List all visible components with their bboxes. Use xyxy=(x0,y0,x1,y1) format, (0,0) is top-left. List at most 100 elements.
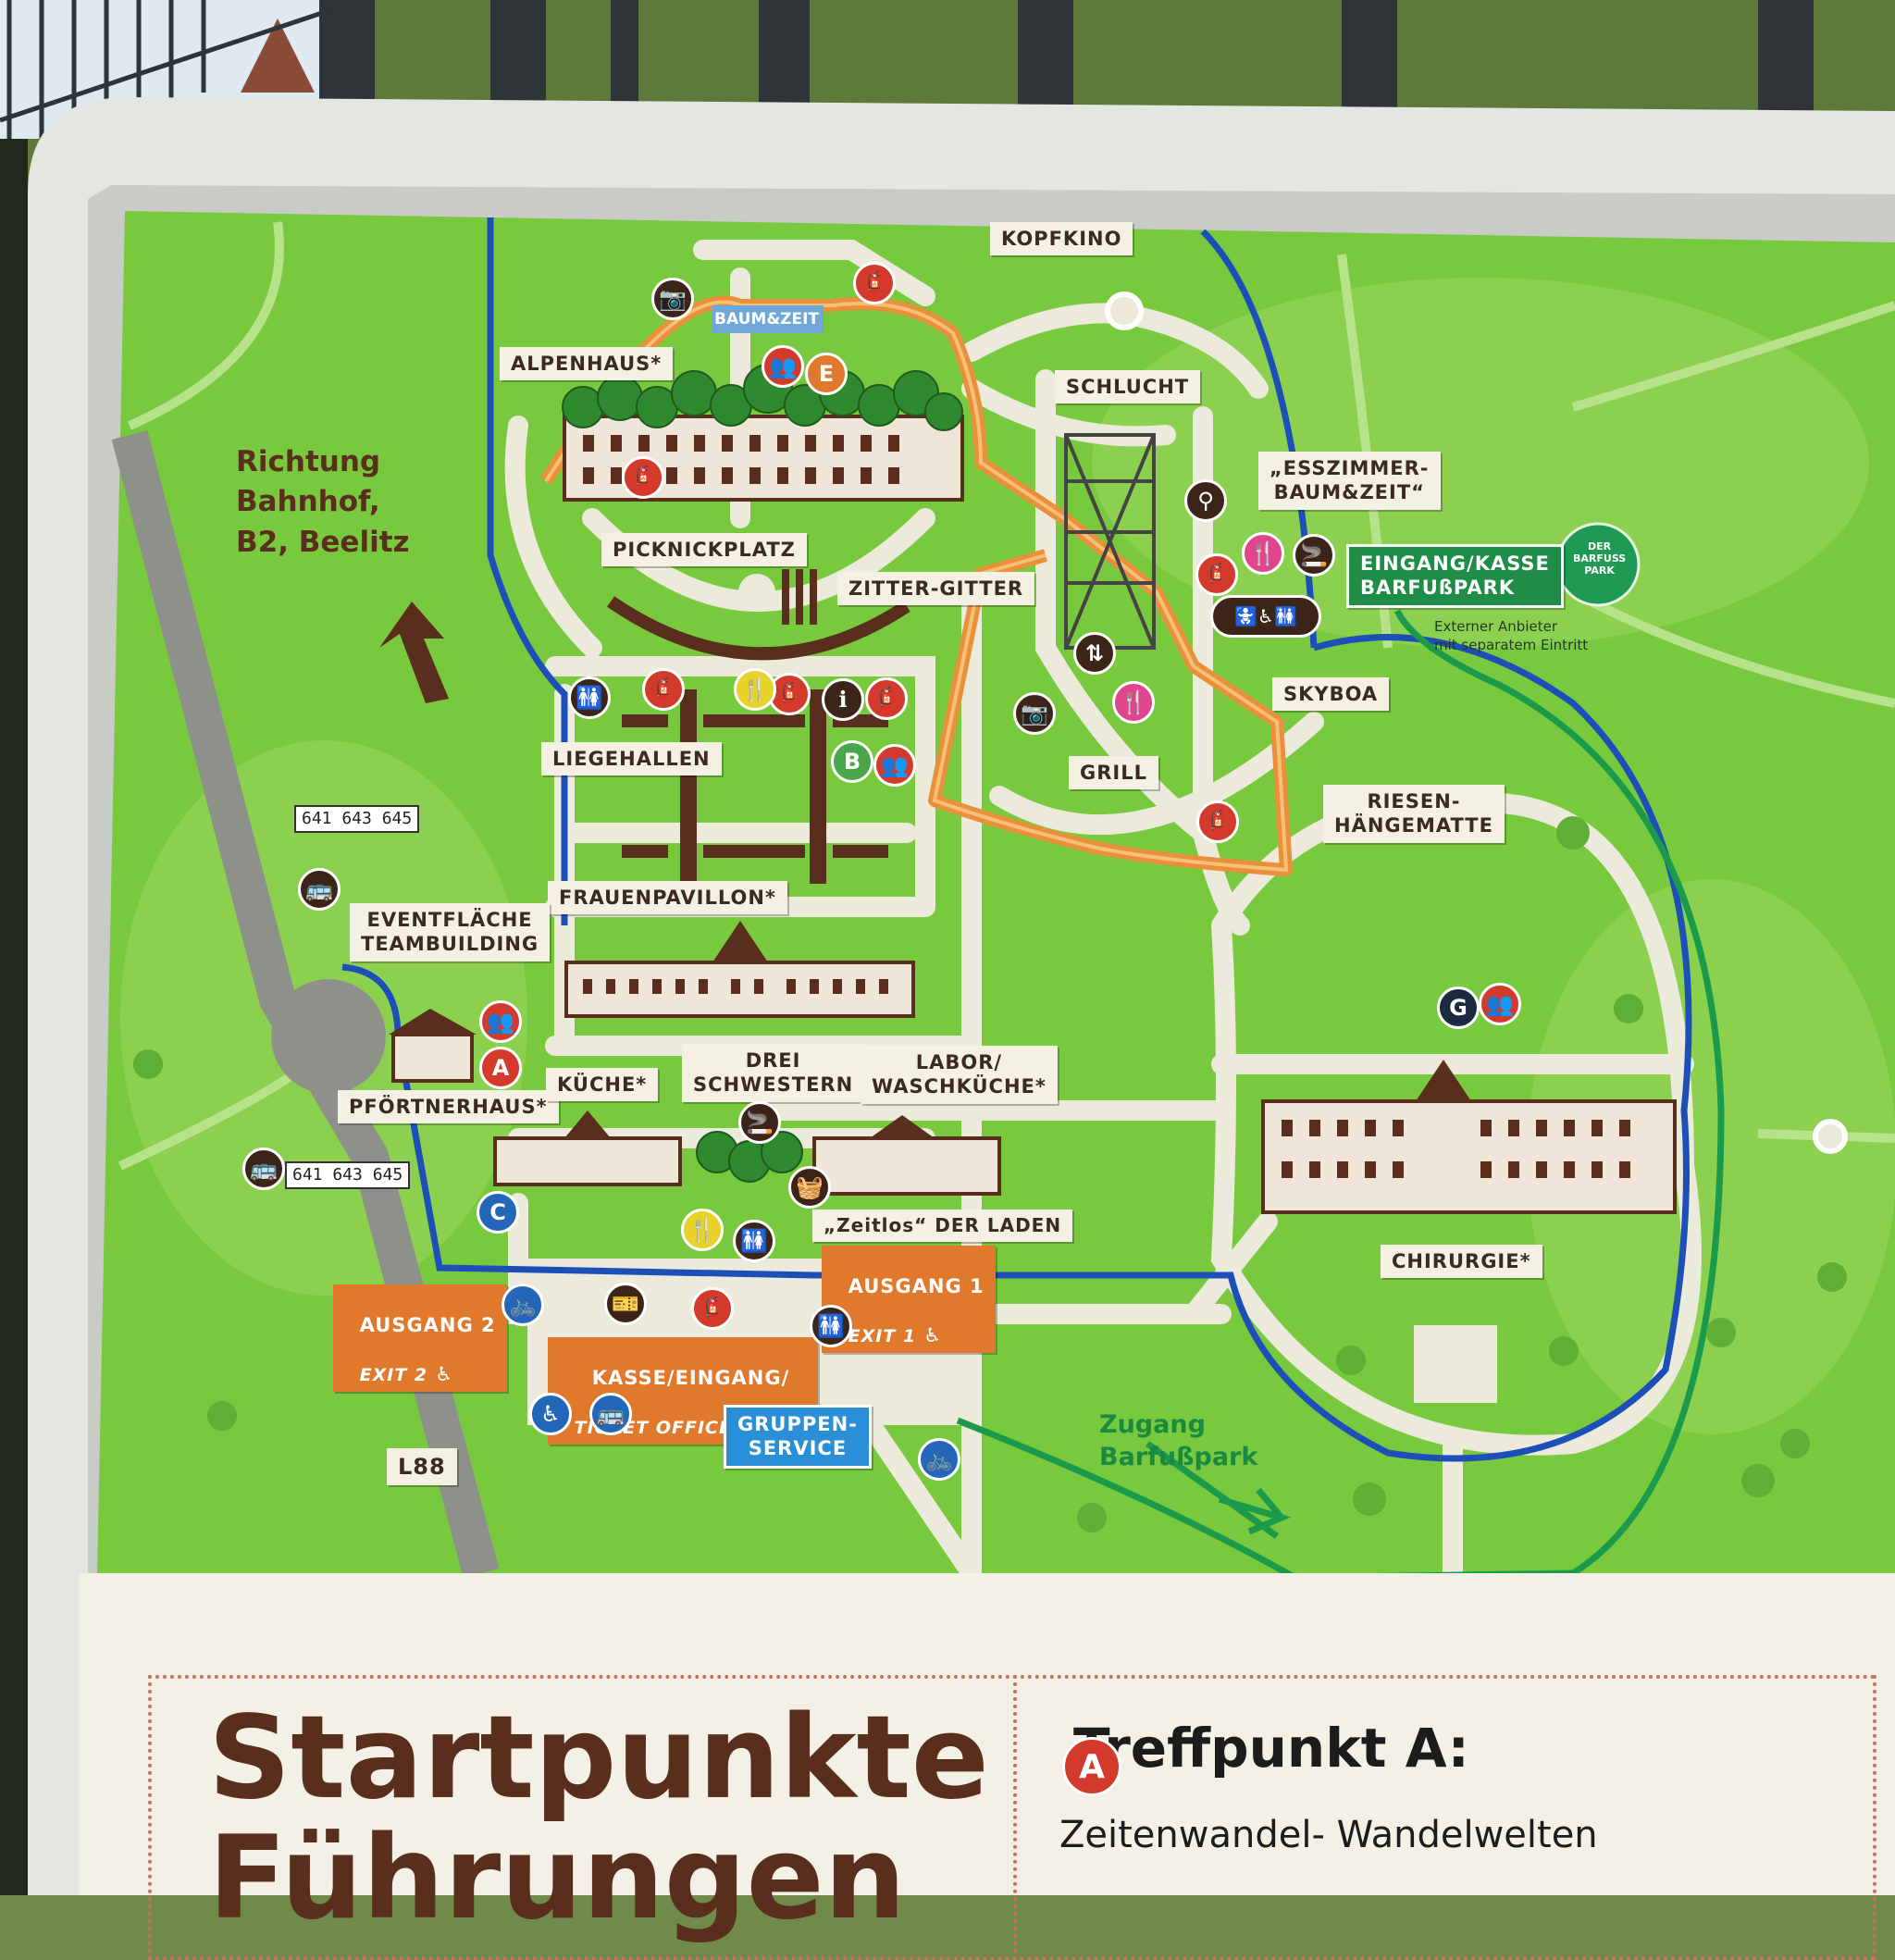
meeting-point-a: A xyxy=(479,1047,522,1089)
exit-1-label: AUSGANG 1 EXIT 1 ♿ xyxy=(822,1246,996,1353)
bus-icon: 🚌 xyxy=(242,1147,285,1190)
meeting-point-description: Zeitenwandel- Wandelwelten xyxy=(1059,1814,1598,1856)
legend-panel: Startpunkte Führungen Treffpunkt A: Zeit… xyxy=(79,1573,1895,1960)
legend-title: Startpunkte Führungen xyxy=(208,1692,989,1946)
label-liegehallen: LIEGEHALLEN xyxy=(541,742,722,776)
barfuss-logo-text: DER BARFUSS PARK xyxy=(1573,540,1627,577)
camera-icon: 📷 xyxy=(1013,692,1056,735)
kueche-building xyxy=(493,1110,682,1186)
zugang-barfusspark: Zugang Barfußpark xyxy=(1099,1410,1258,1472)
label-eventflaeche: EVENTFLÄCHE TEAMBUILDING xyxy=(350,903,551,961)
baum-zeit-sign-text: BAUM&ZEIT xyxy=(714,310,819,329)
restaurant-icon: 🍴 xyxy=(734,668,776,711)
zugang-arrow xyxy=(1218,1487,1292,1535)
label-drei-schwestern: DREI SCHWESTERN xyxy=(682,1044,865,1102)
photo-scene xyxy=(0,0,1895,1895)
label-labor: LABOR/ WASCHKÜCHE* xyxy=(861,1046,1058,1104)
label-alpenhaus: ALPENHAUS* xyxy=(500,347,674,381)
picknick-arc xyxy=(607,596,910,661)
ticket-icon: 🎫 xyxy=(604,1283,647,1325)
restaurant-icon: 🍴 xyxy=(1242,532,1284,575)
exit-2-subtitle: EXIT 2 xyxy=(359,1364,428,1385)
label-picknickplatz: PICKNICKPLATZ xyxy=(601,533,807,567)
label-esszimmer: „ESSZIMMER- BAUM&ZEIT“ xyxy=(1258,452,1441,510)
bus-icon: 🚌 xyxy=(298,868,341,911)
treetop-walk-inner xyxy=(544,300,1289,873)
label-pfoertnerhaus: PFÖRTNERHAUS* xyxy=(338,1090,559,1124)
bike-parking-icon: 🚲 xyxy=(918,1438,960,1481)
meeting-point-b: B xyxy=(831,740,873,783)
drei-schwestern-trees xyxy=(696,1131,803,1183)
label-frauenpavillon: FRAUENPAVILLON* xyxy=(548,881,787,915)
label-l88: L88 xyxy=(387,1448,457,1485)
camera-icon: 📷 xyxy=(651,278,694,320)
restroom-icon: 🚻 xyxy=(733,1220,775,1262)
smoking-icon: 🚬 xyxy=(738,1101,781,1144)
plaza-kopfkino xyxy=(1105,292,1144,330)
meeting-point-title: Treffpunkt A: xyxy=(1073,1717,1469,1780)
fence-bars xyxy=(319,0,1814,130)
frauenpavillon-building xyxy=(564,921,915,1018)
meeting-point-g: G xyxy=(1437,986,1480,1029)
exit-2-title: AUSGANG 2 xyxy=(359,1314,496,1337)
background-roof xyxy=(241,19,315,93)
bus-lines-bottom: 641 643 645 xyxy=(285,1161,411,1189)
playground-icon: ⚲ xyxy=(1184,479,1227,522)
fire-extinguisher-icon: 🧯 xyxy=(853,262,896,304)
label-skyboa: SKYBOA xyxy=(1272,677,1390,712)
fire-extinguisher-icon: 🧯 xyxy=(622,456,664,499)
restroom-icon: 🚻 xyxy=(810,1305,852,1347)
fire-extinguisher-icon: 🧯 xyxy=(1196,800,1239,843)
group-icon: 👥 xyxy=(479,1000,522,1043)
label-grill: GRILL xyxy=(1069,756,1158,790)
info-icon: ℹ xyxy=(822,678,864,721)
direction-text: Richtung Bahnhof, B2, Beelitz xyxy=(236,445,410,559)
legend-divider xyxy=(1013,1675,1017,1953)
road-roundabout xyxy=(271,979,386,1094)
barfuss-extern-note: Externer Anbieter mit separatem Eintritt xyxy=(1434,618,1589,653)
picknick-tables xyxy=(782,569,817,625)
fire-extinguisher-icon: 🧯 xyxy=(691,1287,734,1330)
meeting-point-e: E xyxy=(805,353,848,395)
group-icon: 👥 xyxy=(1479,983,1521,1025)
fire-extinguisher-icon: 🧯 xyxy=(865,677,908,720)
chirurgie-building xyxy=(1261,1060,1677,1214)
smoking-icon: 🚬 xyxy=(1293,534,1335,577)
restaurant-icon: 🍴 xyxy=(681,1209,724,1251)
exit-1-subtitle: EXIT 1 xyxy=(848,1325,917,1346)
baum-zeit-sign xyxy=(712,305,824,333)
label-zeitlos: „Zeitlos“ DER LADEN xyxy=(812,1209,1073,1242)
exit-1-title: AUSGANG 1 xyxy=(848,1275,985,1298)
scattered-trees xyxy=(133,816,1847,1532)
group-icon: 👥 xyxy=(873,744,916,787)
pfoertnerhaus-building xyxy=(389,1009,477,1083)
bike-parking-icon: 🚲 xyxy=(502,1284,544,1326)
label-chirurgie: CHIRURGIE* xyxy=(1381,1245,1542,1279)
plaza-east xyxy=(1813,1119,1848,1154)
label-kopfkino: KOPFKINO xyxy=(990,222,1133,256)
plaza-chirurgie-yard xyxy=(1414,1325,1497,1403)
background-dark-left xyxy=(0,139,28,1895)
elevator-icon: ⇅ xyxy=(1073,632,1116,675)
bus-parking-icon: 🚌 xyxy=(589,1393,632,1435)
barfuss-entry-label: EINGANG/KASSE BARFUßPARK xyxy=(1346,544,1564,608)
label-kueche: KÜCHE* xyxy=(546,1068,659,1102)
bus-lines-top: 641 643 645 xyxy=(294,805,420,833)
shopping-basket-icon: 🧺 xyxy=(788,1166,831,1209)
label-zitter-gitter: ZITTER-GITTER xyxy=(837,572,1035,606)
label-riesen-haengematte: RIESEN- HÄNGEMATTE xyxy=(1323,785,1505,843)
skyboa-tower xyxy=(1064,433,1156,650)
fire-extinguisher-icon: 🧯 xyxy=(1195,553,1238,596)
fire-extinguisher-icon: 🧯 xyxy=(642,668,685,711)
direction-arrow xyxy=(379,602,449,703)
labor-building xyxy=(812,1115,1001,1196)
route-green xyxy=(956,609,1725,1582)
restaurant-icon: 🍴 xyxy=(1112,681,1155,724)
gruppen-service-label: GRUPPEN- SERVICE xyxy=(724,1405,872,1469)
plaza-picknick xyxy=(738,574,775,611)
legend-meeting-badge: A xyxy=(1062,1737,1121,1796)
label-schlucht: SCHLUCHT xyxy=(1055,370,1201,404)
group-icon: 👥 xyxy=(762,345,804,388)
accessibility-facilities-icon: 🚼♿🚻 xyxy=(1210,595,1321,638)
accessible-parking-icon: ♿ xyxy=(529,1393,572,1435)
